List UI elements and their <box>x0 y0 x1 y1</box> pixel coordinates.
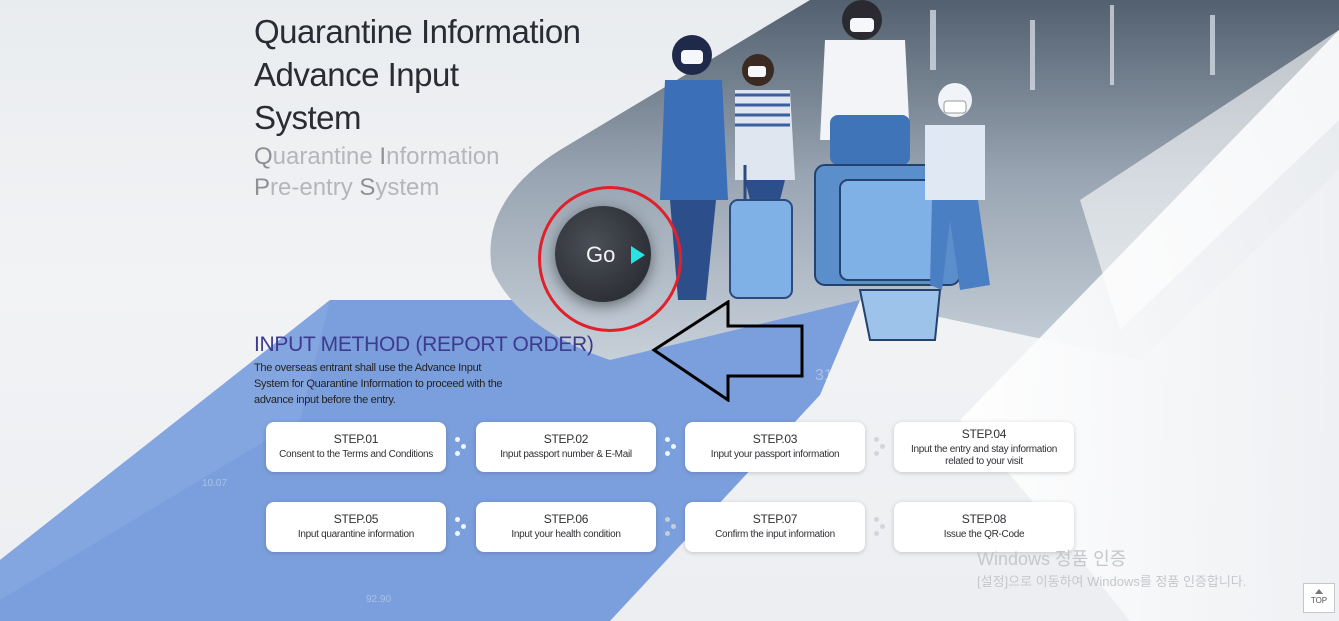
background-number: 92.90 <box>366 594 392 605</box>
step-03-card[interactable]: STEP.03 Input your passport information <box>685 422 865 472</box>
page-title: Quarantine Information Advance Input Sys… <box>254 13 581 136</box>
step-text: Consent to the Terms and Conditions <box>279 449 433 460</box>
step-05-card[interactable]: STEP.05 Input quarantine information <box>266 502 446 552</box>
step-number: STEP.02 <box>543 432 589 446</box>
step-04-card[interactable]: STEP.04 Input the entry and stay informa… <box>894 422 1074 472</box>
page-subtitle: Quarantine Information Pre-entry System <box>254 143 500 201</box>
step-number: STEP.04 <box>961 427 1007 441</box>
go-button[interactable]: Go <box>555 206 651 302</box>
step-connector-dots <box>455 435 467 461</box>
step-text: Issue the QR-Code <box>943 529 1025 540</box>
input-method-title: INPUT METHOD (REPORT ORDER) <box>254 333 594 356</box>
step-01-card[interactable]: STEP.01 Consent to the Terms and Conditi… <box>266 422 446 472</box>
play-arrow-icon <box>631 246 645 264</box>
step-02-card[interactable]: STEP.02 Input passport number & E-Mail <box>476 422 656 472</box>
step-07-card[interactable]: STEP.07 Confirm the input information <box>685 502 865 552</box>
step-08-card[interactable]: STEP.08 Issue the QR-Code <box>894 502 1074 552</box>
step-number: STEP.08 <box>961 512 1007 526</box>
background-number: 10.07 <box>202 478 228 489</box>
top-button-label: TOP <box>1310 596 1328 605</box>
child-figure <box>925 83 990 290</box>
scroll-to-top-button[interactable]: TOP <box>1303 583 1335 613</box>
annotation-left-arrow-icon <box>651 300 804 402</box>
up-arrow-icon <box>1315 589 1323 594</box>
step-number: STEP.06 <box>543 512 589 526</box>
step-text: Input quarantine information <box>297 529 415 540</box>
step-text: Input passport number & E-Mail <box>500 449 632 460</box>
input-method-description: The overseas entrant shall use the Advan… <box>254 362 503 406</box>
step-number: STEP.05 <box>333 512 379 526</box>
step-text: Input your health condition <box>511 529 621 540</box>
step-number: STEP.01 <box>333 432 379 446</box>
girl-figure <box>735 54 795 200</box>
step-connector-dots <box>874 515 886 541</box>
background-number: 31 <box>815 367 833 384</box>
step-text: Input the entry and stay information rel… <box>911 444 1057 467</box>
step-number: STEP.07 <box>752 512 798 526</box>
step-connector-dots <box>665 515 677 541</box>
step-number: STEP.03 <box>752 432 798 446</box>
step-06-card[interactable]: STEP.06 Input your health condition <box>476 502 656 552</box>
step-text: Input your passport information <box>710 449 840 460</box>
windows-activation-title: Windows 정품 인증 <box>977 549 1127 569</box>
go-button-label: Go <box>586 242 616 267</box>
windows-activation-message: [설정]으로 이동하여 Windows를 정품 인증합니다. <box>977 574 1247 589</box>
step-text: Confirm the input information <box>715 529 835 540</box>
step-connector-dots <box>874 435 886 461</box>
step-connector-dots <box>665 435 677 461</box>
step-connector-dots <box>455 515 467 541</box>
